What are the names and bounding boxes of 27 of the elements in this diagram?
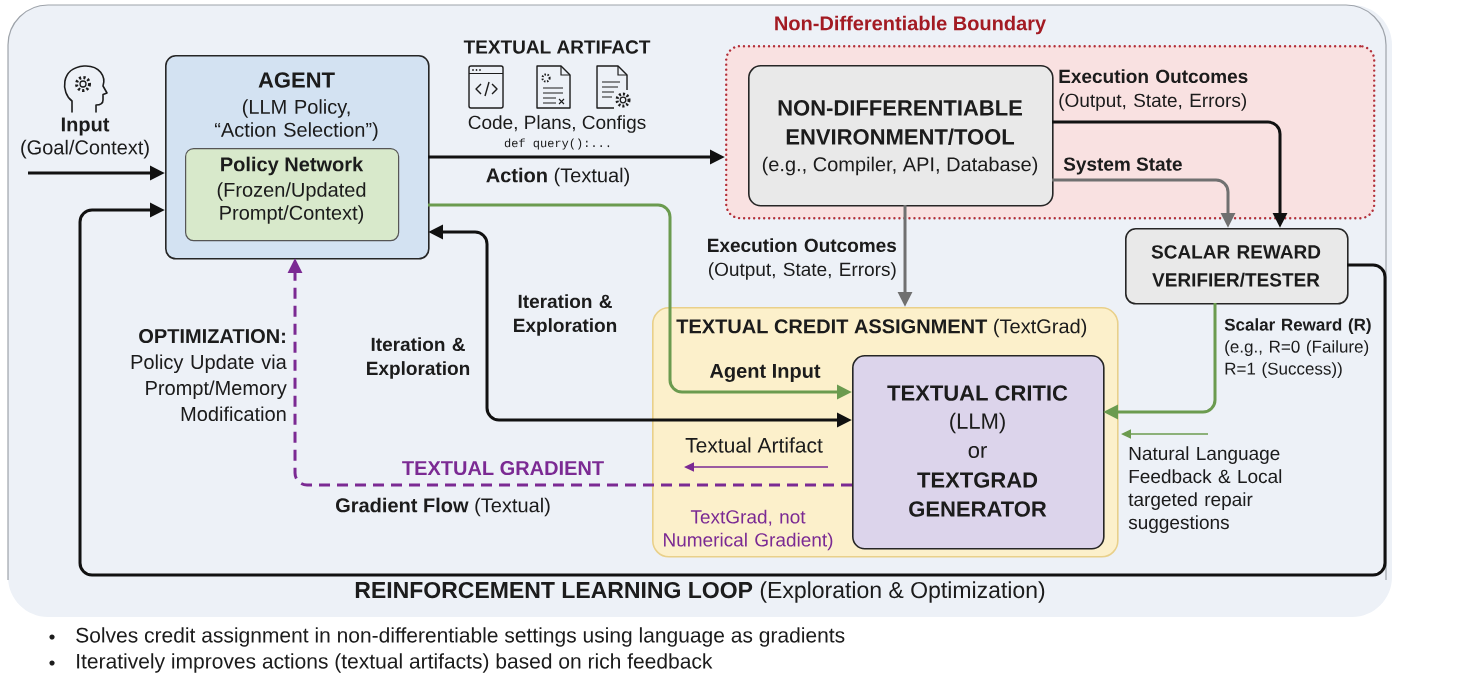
annotation-text: Natural Language Feedback & Local targeted repair suggestions	[1128, 446, 1282, 533]
node-label: Non-Differentiable Boundary	[775, 15, 1046, 35]
edge-label: Agent Input	[709, 364, 821, 382]
caption-text: Code, Plans, Configs	[468, 115, 646, 133]
edge-label: TEXTUAL GRADIENT	[402, 460, 604, 476]
annotation-text: Iteration & Exploration	[367, 337, 470, 379]
bullet-text: Solves credit assignment in non-differentiable settings using language as gradients	[76, 627, 845, 647]
process-box: SCALAR REWARD VERIFIER/TESTER	[1125, 228, 1349, 305]
annotation-text: Gradient Flow (Textual)	[336, 497, 550, 517]
edge-label: Scalar Reward (R) (e.g., R=0 (Failure) R=1 (Success))	[1224, 318, 1371, 379]
edge-label: System State	[1063, 157, 1182, 175]
edge-label: Iteration & Exploration	[514, 294, 617, 336]
process-box: NON-DIFFERENTIABLE ENVIRONMENT/TOOL (e.g., Compiler, API, Database)	[748, 65, 1054, 207]
edge-label: Execution Outcomes (Output, State, Errors)	[708, 238, 896, 280]
edge-label: Input (Goal/Context)	[21, 117, 149, 159]
edge-label: REINFORCEMENT LEARNING LOOP (Exploration & Optimization)	[355, 581, 1045, 603]
annotation-text: Textual Artifact	[685, 437, 823, 453]
edge-label: Action (Textual)	[486, 167, 629, 187]
bullet-text: Iteratively improves actions (textual artifacts) based on rich feedback	[77, 653, 713, 673]
process-box: TEXTUAL CRITIC (LLM) or TEXTGRAD GENERATOR	[852, 355, 1105, 550]
annotation-text: TextGrad, not Numerical Gradient)	[664, 509, 833, 551]
edge-label: Execution Outcomes (Output, State, Errors)	[1059, 69, 1248, 111]
annotation-text: OPTIMIZATION: Policy Update via Prompt/Memory Modification	[131, 328, 287, 422]
heading-text: TEXTUAL ARTIFACT	[463, 40, 651, 54]
code-text: def query():...	[504, 138, 610, 150]
process-box: Policy Network (Frozen/Updated Prompt/Context)	[185, 148, 400, 242]
arrow	[78, 202, 1387, 577]
